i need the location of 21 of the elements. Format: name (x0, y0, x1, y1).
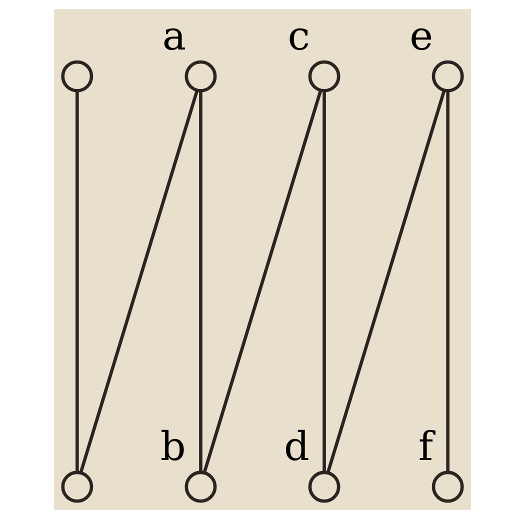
node-circle (308, 470, 340, 502)
connector (78, 89, 198, 473)
connector (202, 89, 322, 473)
node-label: a (162, 13, 186, 60)
connector (446, 90, 449, 472)
node-label: b (160, 424, 186, 470)
node-label: c (287, 13, 310, 60)
node-label: f (418, 424, 433, 470)
node-label: e (409, 13, 433, 60)
node-circle (431, 470, 464, 502)
connector (326, 89, 446, 473)
node-circle (431, 60, 464, 92)
node-circle (308, 60, 340, 92)
node-circle (184, 470, 216, 502)
node-circle (60, 60, 93, 92)
node-circle (184, 60, 216, 92)
connector (75, 90, 78, 472)
node-circle (60, 470, 93, 502)
connector (322, 90, 326, 472)
connector (198, 90, 202, 472)
node-label: d (283, 424, 309, 470)
